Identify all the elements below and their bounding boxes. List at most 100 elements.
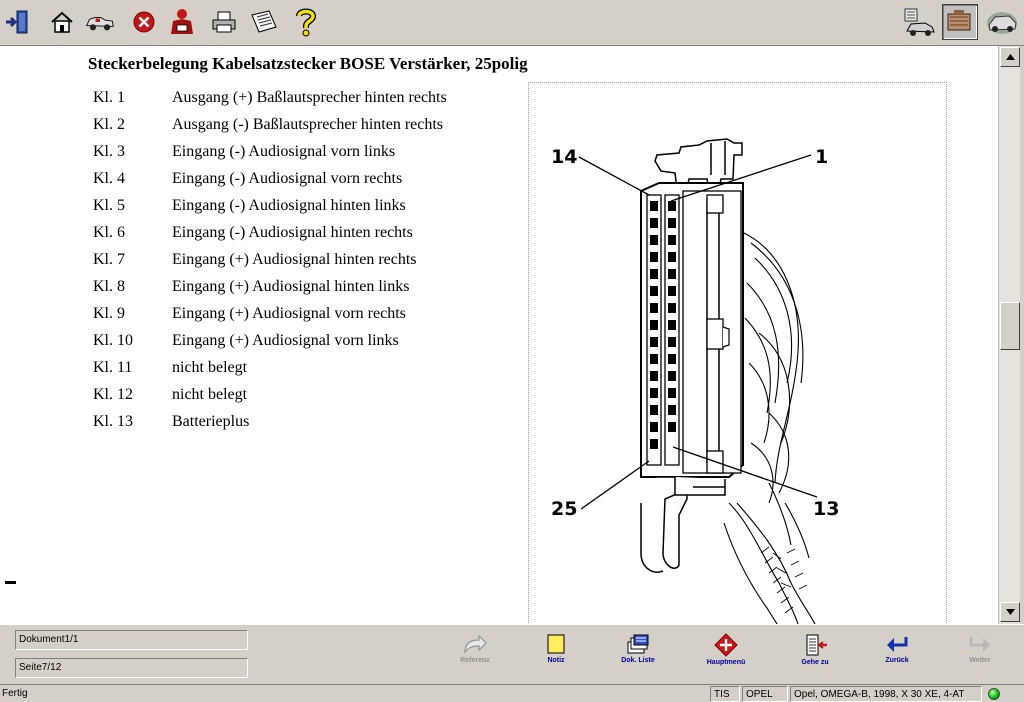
wire-harness-hatching (760, 546, 808, 614)
user-button[interactable] (167, 6, 197, 38)
goto-button[interactable]: Gehe zu (785, 633, 845, 679)
note-label: Notiz (547, 657, 565, 664)
cancel-icon (133, 11, 155, 33)
document-list-button[interactable]: Dok. Liste (608, 633, 668, 679)
pin-description: Eingang (-) Audiosignal hinten rechts (172, 224, 413, 241)
main-menu-button[interactable]: Hauptmenü (696, 633, 756, 679)
status-app: TIS (710, 686, 740, 702)
vehicle-selection-button[interactable] (85, 6, 115, 38)
pin-description: Eingang (+) Audiosignal hinten links (172, 278, 410, 295)
main-toolbar (0, 0, 1024, 46)
reference-label: Referenz (460, 657, 490, 664)
arrow-down-icon (1005, 609, 1015, 615)
document-list-icon (627, 634, 649, 654)
vehicle-image-icon (987, 12, 1017, 34)
engine-component-icon (947, 10, 971, 31)
pin-row: Kl. 6 Eingang (-) Audiosignal hinten rech… (93, 224, 513, 251)
vehicle-image-button[interactable] (984, 6, 1020, 38)
pin-description: Ausgang (-) Baßlautsprecher hinten recht… (172, 116, 444, 133)
connector-housing (640, 182, 744, 478)
pin-row: Kl. 12 nicht belegt (93, 386, 513, 413)
vehicle-info-button[interactable] (900, 6, 938, 38)
connector-diagram: 14 1 25 13 (528, 82, 947, 624)
pin-description: Eingang (-) Audiosignal vorn rechts (172, 170, 403, 187)
connector-tail (640, 476, 726, 573)
cancel-button[interactable] (129, 6, 159, 38)
pin-id: Kl. 12 (93, 386, 133, 403)
pin-row: Kl. 1 Ausgang (+) Baßlautsprecher hinten … (93, 89, 513, 116)
engine-component-button[interactable] (942, 4, 978, 40)
callout-pin-14: 14 (551, 146, 577, 168)
page-title: Steckerbelegung Kabelsatzstecker BOSE Ve… (88, 54, 528, 73)
pin-cavities (650, 201, 676, 449)
pin-assignment-list: Kl. 1 Ausgang (+) Baßlautsprecher hinten … (93, 89, 513, 440)
scroll-thumb[interactable] (1000, 302, 1020, 350)
scroll-down-button[interactable] (1000, 602, 1020, 622)
connection-status-icon (988, 688, 1000, 700)
pin-row: Kl. 9 Eingang (+) Audiosignal vorn rechts (93, 305, 513, 332)
scroll-up-button[interactable] (1000, 47, 1020, 67)
pin-row: Kl. 2 Ausgang (-) Baßlautsprecher hinten … (93, 116, 513, 143)
callout-leaders (578, 154, 818, 510)
pin-id: Kl. 9 (93, 305, 125, 322)
pin-description: Eingang (-) Audiosignal hinten links (172, 197, 406, 214)
back-arrow-icon (887, 637, 908, 652)
help-button[interactable] (291, 6, 321, 38)
status-brand: OPEL (742, 686, 788, 702)
pin-id: Kl. 10 (93, 332, 133, 349)
wire-harness (723, 232, 816, 624)
main-menu-label: Hauptmenü (706, 659, 746, 666)
home-button[interactable] (47, 6, 77, 38)
note-icon (547, 634, 565, 654)
exit-icon (6, 10, 28, 34)
pin-id: Kl. 6 (93, 224, 125, 241)
pin-id: Kl. 7 (93, 251, 125, 268)
pin-description: Batterieplus (172, 413, 250, 430)
goto-icon (806, 634, 827, 656)
vertical-scrollbar[interactable] (998, 46, 1020, 624)
pin-id: Kl. 3 (93, 143, 125, 160)
pin-row: Kl. 3 Eingang (-) Audiosignal vorn links (93, 143, 513, 170)
text-cursor-mark (5, 581, 16, 584)
pin-description: Eingang (+) Audiosignal vorn rechts (172, 305, 406, 322)
navigation-bar: Dokument1/1 Seite7/12 Referenz Notiz Dok… (0, 624, 1024, 684)
back-label: Zurück (885, 657, 909, 664)
forward-arrow-icon (969, 637, 990, 652)
pin-row: Kl. 7 Eingang (+) Audiosignal hinten rech… (93, 251, 513, 278)
forward-label: Weiter (969, 657, 991, 664)
vehicle-selection-icon (86, 17, 114, 31)
pin-row: Kl. 4 Eingang (-) Audiosignal vorn rechts (93, 170, 513, 197)
pin-id: Kl. 4 (93, 170, 125, 187)
callout-pin-25: 25 (551, 498, 577, 520)
pin-row: Kl. 8 Eingang (+) Audiosignal hinten link… (93, 278, 513, 305)
pin-description: Eingang (+) Audiosignal hinten rechts (172, 251, 417, 268)
pin-description: nicht belegt (172, 359, 248, 376)
pin-id: Kl. 1 (93, 89, 125, 106)
reference-button[interactable]: Referenz (445, 633, 505, 679)
forward-button[interactable]: Weiter (950, 633, 1010, 679)
note-button[interactable]: Notiz (526, 633, 586, 679)
pin-description: Ausgang (+) Baßlautsprecher hinten recht… (172, 89, 447, 106)
status-vehicle: Opel, OMEGA-B, 1998, X 30 XE, 4-AT (790, 686, 982, 702)
notes-button[interactable] (249, 6, 279, 38)
print-button[interactable] (209, 6, 239, 38)
exit-button[interactable] (2, 6, 32, 38)
status-text: Fertig (2, 688, 28, 699)
pin-id: Kl. 8 (93, 278, 125, 295)
home-icon (51, 11, 73, 33)
print-icon (212, 11, 236, 33)
callout-pin-1: 1 (815, 146, 828, 168)
notes-icon (251, 10, 277, 33)
pin-id: Kl. 2 (93, 116, 125, 133)
status-bar: Fertig TIS OPEL Opel, OMEGA-B, 1998, X 3… (0, 684, 1024, 702)
help-icon (296, 8, 317, 37)
page-counter: Seite7/12 (15, 658, 248, 678)
back-button[interactable]: Zurück (867, 633, 927, 679)
pin-description: Eingang (-) Audiosignal vorn links (172, 143, 396, 160)
connector-drawing: 14 1 25 13 (551, 138, 839, 624)
pin-description: nicht belegt (172, 386, 248, 403)
document-counter: Dokument1/1 (15, 630, 248, 650)
pin-id: Kl. 11 (93, 359, 133, 376)
